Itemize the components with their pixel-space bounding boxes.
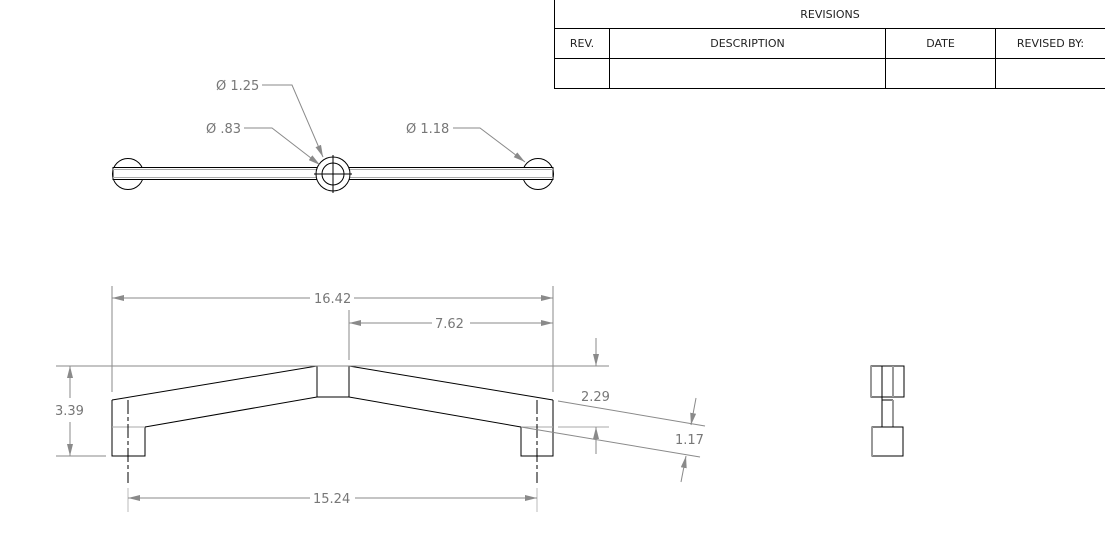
callout-hub-outer-text: Ø 1.25 bbox=[216, 79, 259, 94]
callout-end-diameter: Ø 1.18 bbox=[406, 122, 526, 163]
dim-height-text: 3.39 bbox=[55, 404, 84, 419]
cell-rev bbox=[554, 58, 610, 89]
centermark-icon bbox=[314, 155, 352, 193]
top-view: Ø 1.25 Ø .83 Ø 1.18 bbox=[112, 79, 554, 193]
cell-date bbox=[885, 58, 996, 89]
revisions-title: REVISIONS bbox=[554, 0, 1105, 29]
dim-hole-spacing: 15.24 bbox=[128, 492, 537, 507]
dim-overall-length-text: 16.42 bbox=[314, 292, 351, 307]
col-rev: REV. bbox=[554, 28, 610, 59]
callout-hub-outer: Ø 1.25 bbox=[216, 79, 324, 158]
dim-thickness-text: 1.17 bbox=[675, 433, 704, 448]
dim-drop: 2.29 bbox=[581, 338, 610, 454]
dim-overall-length: 16.42 bbox=[112, 292, 553, 307]
table-row bbox=[554, 58, 1105, 89]
dim-half-length: 7.62 bbox=[349, 317, 553, 332]
dim-hole-spacing-text: 15.24 bbox=[313, 492, 350, 507]
callout-end-diameter-text: Ø 1.18 bbox=[406, 122, 449, 137]
dim-height: 3.39 bbox=[55, 366, 84, 456]
col-description: DESCRIPTION bbox=[609, 28, 886, 59]
dim-half-length-text: 7.62 bbox=[435, 317, 464, 332]
center-block bbox=[316, 365, 350, 398]
cell-revised-by bbox=[995, 58, 1105, 89]
callout-hub-inner-text: Ø .83 bbox=[206, 122, 241, 137]
revisions-table: REVISIONS REV. DESCRIPTION DATE REVISED … bbox=[554, 0, 1105, 89]
front-view: 16.42 7.62 3.39 2.29 1.17 bbox=[55, 286, 706, 512]
col-revised-by: REVISED BY: bbox=[995, 28, 1105, 59]
side-view bbox=[870, 365, 905, 457]
revisions-header-row: REV. DESCRIPTION DATE REVISED BY: bbox=[554, 28, 1105, 59]
dim-drop-text: 2.29 bbox=[581, 390, 610, 405]
cell-description bbox=[609, 58, 886, 89]
callout-hub-inner: Ø .83 bbox=[206, 122, 321, 166]
dim-thickness: 1.17 bbox=[675, 397, 704, 483]
